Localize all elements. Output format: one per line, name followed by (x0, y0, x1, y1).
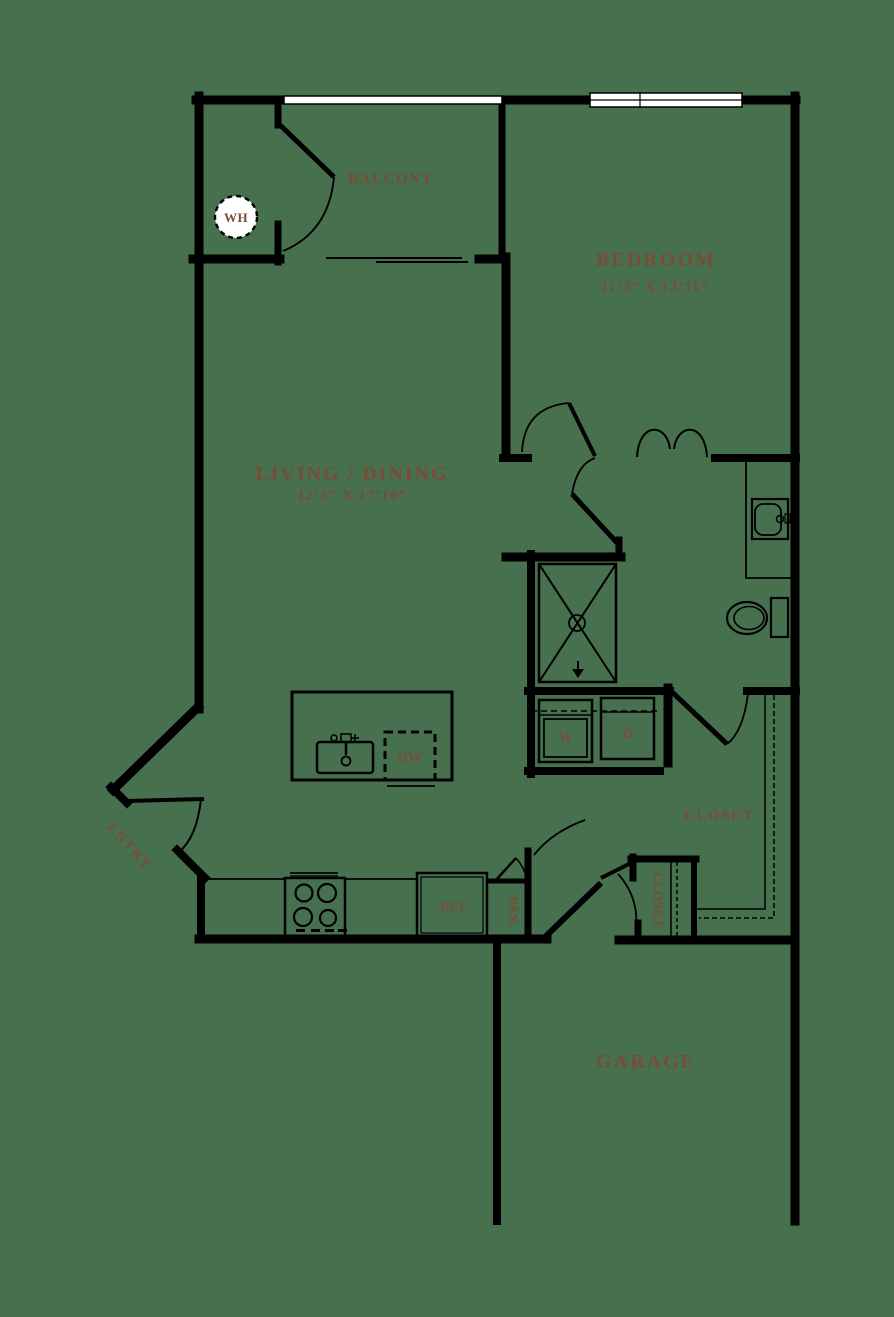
vanity-sink-bowl (754, 503, 782, 536)
sink-drain (340, 755, 352, 767)
closet-main-label: CLOSET (684, 808, 754, 824)
dryer-label: D (623, 727, 634, 742)
entry-door-header (122, 796, 205, 804)
burner-1 (294, 883, 314, 903)
refrigerator-inner (420, 876, 484, 934)
doors (178, 123, 749, 940)
sink-knob-right (351, 734, 359, 742)
entry-door-arc (178, 798, 202, 853)
balcony-label: BALCONY (348, 171, 434, 187)
garage-door-leaf (542, 880, 604, 940)
balcony-railing (283, 95, 503, 105)
toilet-tank (769, 596, 790, 639)
bedroom-door-arc-left (636, 428, 671, 458)
dishwasher-box (383, 730, 437, 782)
garage-label: GARAGE (596, 1051, 696, 1073)
shower-cross (538, 563, 617, 683)
walls (105, 91, 801, 1226)
refrigerator-label: REF. (440, 899, 470, 914)
closet-rod-dashed (699, 695, 775, 919)
entry-label: ENTRY (103, 819, 155, 873)
mudhall-door-arc (533, 819, 586, 856)
burner-4 (318, 908, 338, 928)
closet-small-label: CLOSET (651, 872, 666, 928)
bedroom-dims: 11’3” X 13’11” (601, 279, 709, 295)
toilet-bowl-inner (733, 605, 765, 631)
pantry-label: PAN. (506, 896, 521, 927)
shower (537, 562, 618, 684)
pantry-door-leaf (495, 857, 517, 881)
shower-pan (537, 562, 618, 684)
bedroom-door-arc-right (673, 428, 708, 458)
bedroom-window-mullion (590, 93, 742, 107)
range-box (283, 876, 347, 938)
living-dining-label: LIVING / DINING (255, 463, 448, 485)
dryer-box (599, 696, 656, 761)
bathroom-fixtures (725, 462, 795, 639)
small-closet-door-arc (617, 873, 638, 930)
closet-shelf-line (697, 695, 766, 910)
burner-3 (292, 906, 314, 928)
range-knobs (296, 929, 347, 932)
wall-entry-lower (171, 844, 211, 884)
hall-door-arc (521, 402, 570, 453)
vanity-counter (745, 462, 795, 579)
laundry (531, 696, 659, 764)
small-closet-door-leaf (600, 860, 634, 880)
pantry-door-arc (515, 857, 528, 880)
refrigerator-box (415, 871, 489, 939)
balcony-door-arc (282, 176, 335, 252)
water-heater-label: WH (224, 210, 248, 225)
washer-inner (543, 718, 588, 758)
bathroom-door-leaf (570, 492, 622, 548)
wall-entry-diagonal (106, 700, 205, 797)
bedroom-label: BEDROOM (596, 249, 716, 271)
dishwasher-label: DW (397, 751, 422, 766)
living-dining-dims: 12’3” X 17’10” (297, 488, 407, 504)
sink-knob-left (330, 734, 338, 742)
closet-door-arc (726, 693, 749, 745)
washer-label: W (559, 731, 574, 746)
water-heater (213, 194, 259, 240)
shower-mixer (568, 614, 586, 632)
bathroom-door-arc (571, 457, 596, 495)
kitchen-island (290, 690, 454, 787)
kitchen-run (203, 871, 489, 939)
closet-shelving (670, 695, 775, 936)
water-heater-circle (213, 194, 259, 240)
washer-box (537, 698, 594, 764)
island-counter (290, 690, 454, 782)
openings (283, 92, 743, 108)
hall-door-leaf (567, 402, 597, 457)
shower-drain-icon (572, 669, 584, 678)
toilet-bowl-outer (725, 600, 769, 636)
balcony-door-leaf (278, 123, 336, 179)
closet-door-leaf (669, 689, 729, 746)
vanity-faucet-base (784, 513, 791, 524)
vanity-sink-outer (750, 497, 790, 541)
burner-2 (316, 882, 338, 904)
vanity-faucet (775, 514, 785, 524)
